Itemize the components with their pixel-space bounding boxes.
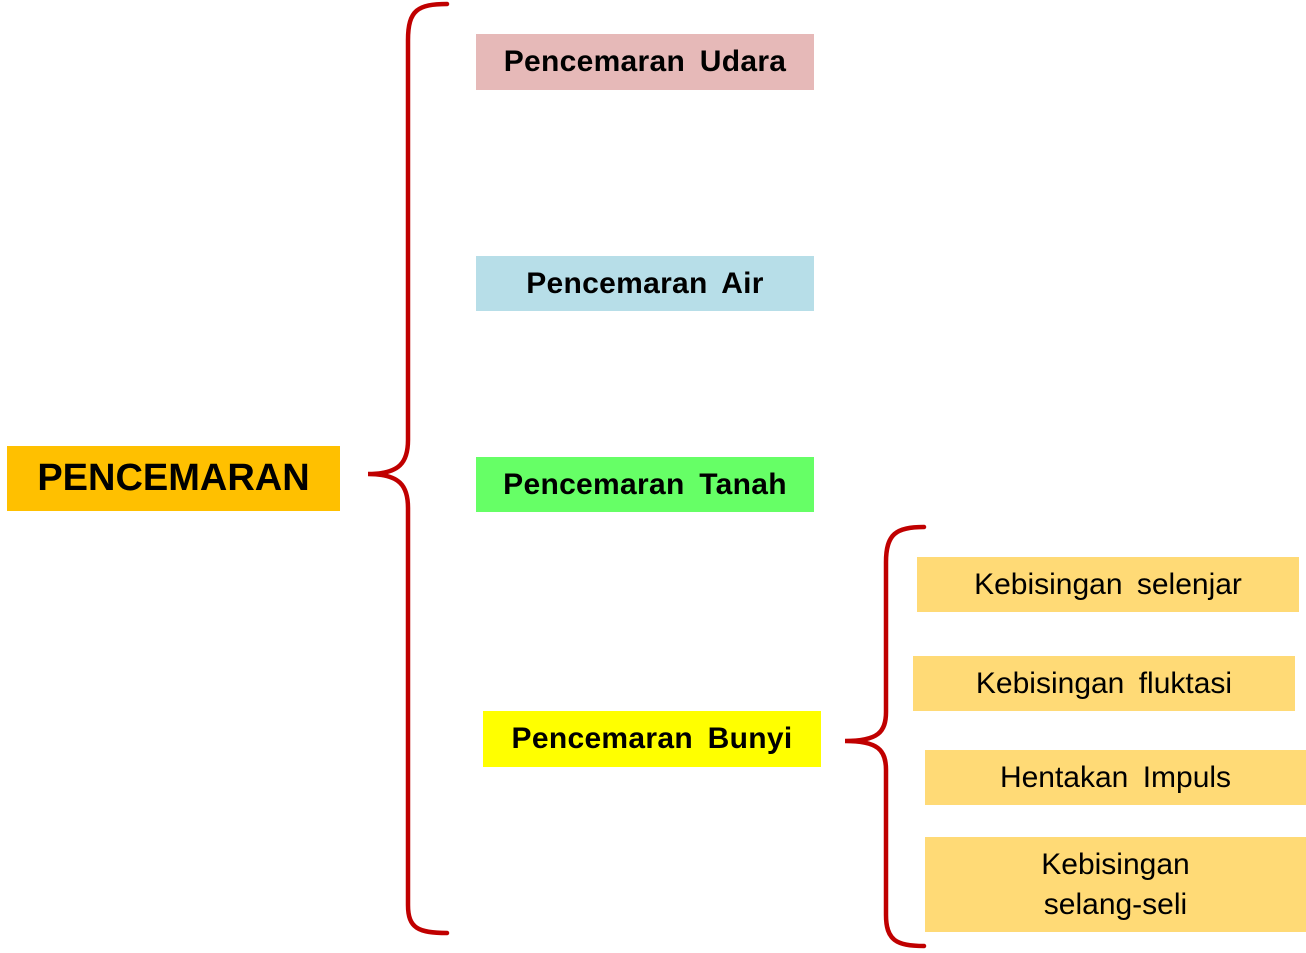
bunyi-brace [844,524,927,949]
main-brace [367,1,450,936]
noise-type-impuls: Hentakan Impuls [925,750,1306,805]
category-bunyi: Pencemaran Bunyi [483,711,821,767]
category-tanah: Pencemaran Tanah [476,457,814,512]
category-air: Pencemaran Air [476,256,814,311]
category-udara: Pencemaran Udara [476,34,814,90]
root-node-pencemaran: PENCEMARAN [7,446,340,511]
noise-type-selenjar: Kebisingan selenjar [917,557,1299,612]
noise-type-selang-seli: Kebisingan selang-seli [925,837,1306,932]
noise-type-fluktasi: Kebisingan fluktasi [913,656,1295,711]
